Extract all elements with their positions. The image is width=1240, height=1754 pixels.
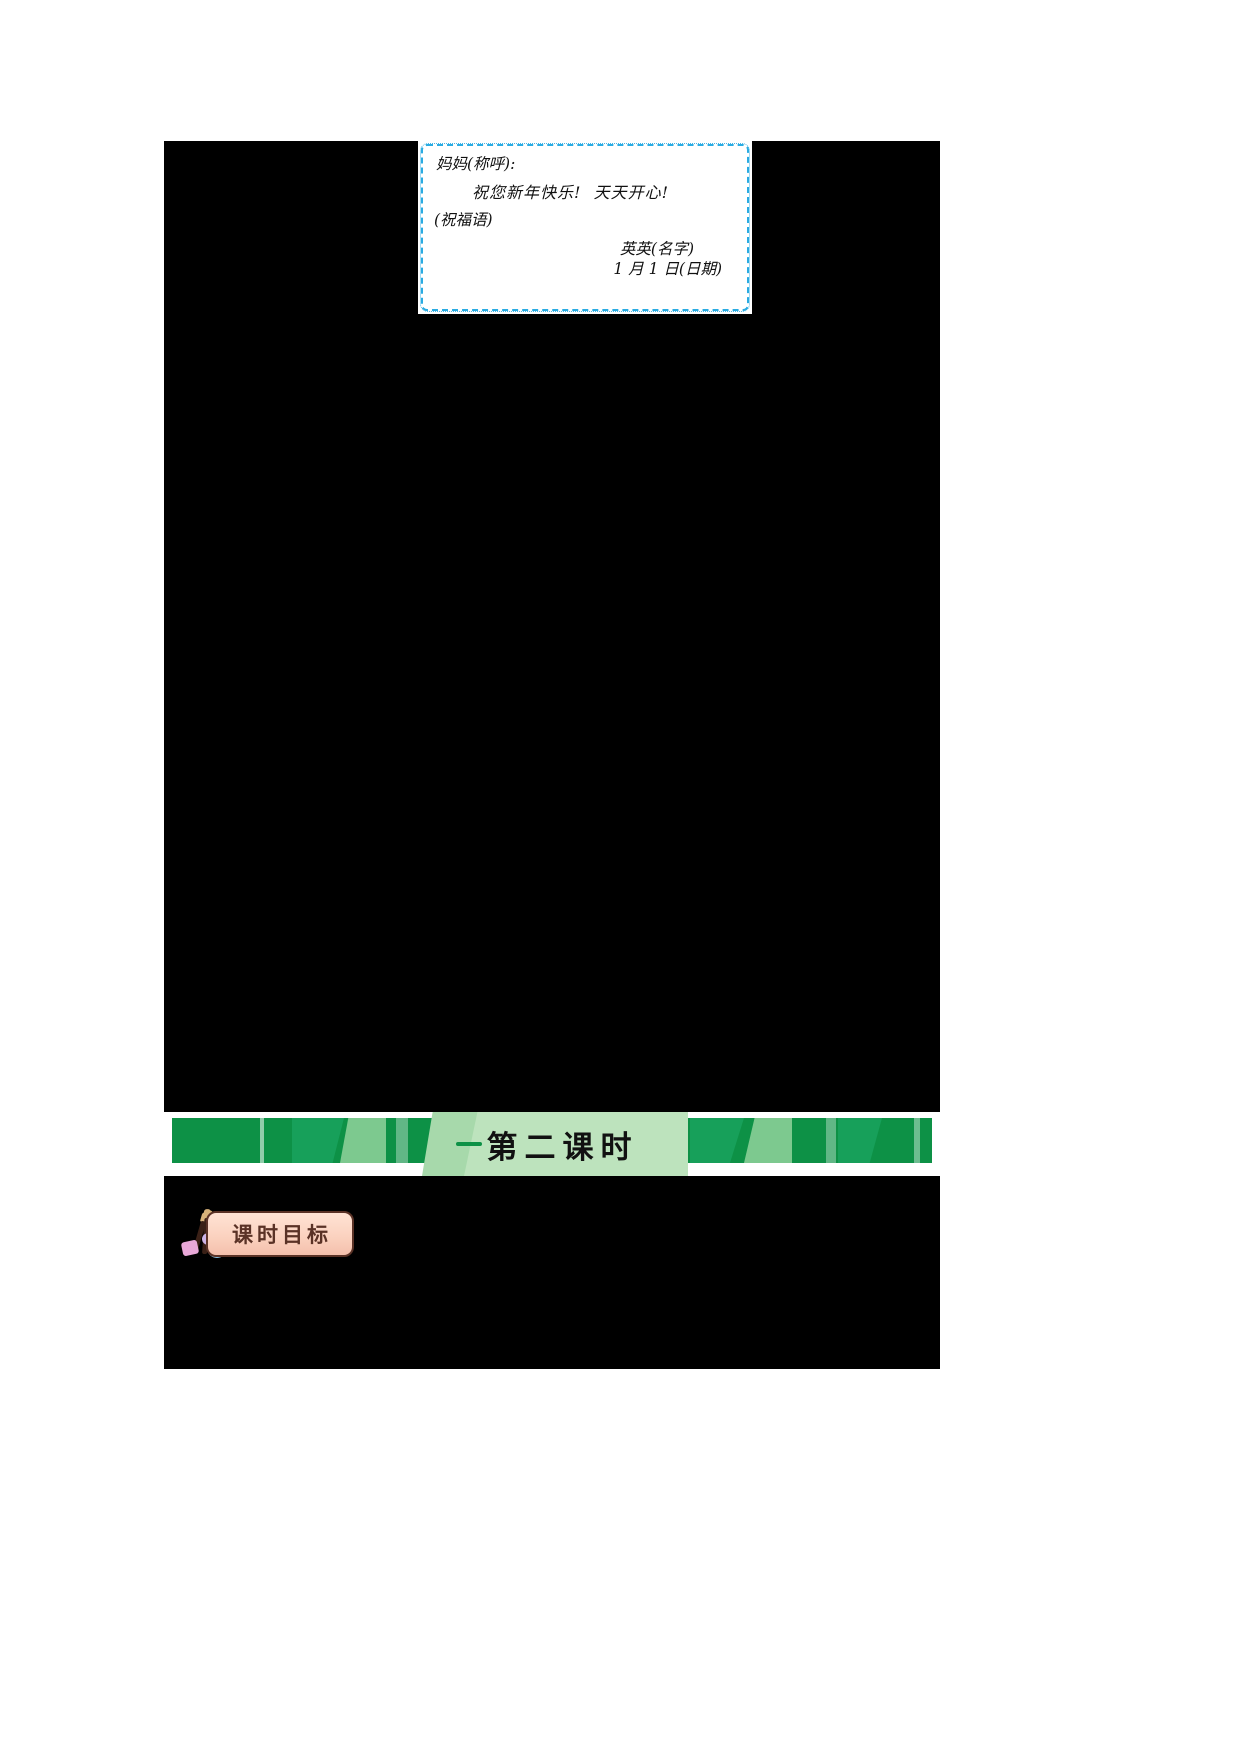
banner-panel-inner — [464, 1112, 688, 1176]
objective-label: 课时目标 — [232, 1222, 332, 1247]
banner-accent-4 — [396, 1118, 408, 1163]
card-wish-text: 祝您新年快乐! 天天开心! — [472, 182, 670, 202]
paint-blob-icon — [180, 1239, 200, 1257]
card-wish-label: (祝福语) — [434, 210, 493, 229]
banner-accent-7 — [826, 1118, 836, 1163]
lesson-objective-badge: 课时目标 — [170, 1203, 356, 1267]
objective-banner-shape: 课时目标 — [206, 1211, 354, 1257]
content-block-bottom — [164, 1269, 940, 1369]
card-salutation: 妈妈(称呼): — [436, 155, 516, 173]
banner-accent-3 — [340, 1118, 386, 1163]
card-signature: 英英(名字) — [619, 240, 694, 258]
banner-accent-9 — [914, 1118, 920, 1163]
lesson-period-title: 第二课时 — [486, 1129, 639, 1166]
new-year-greeting-card: 妈妈(称呼): 祝您新年快乐! 天天开心! (祝福语) 英英(名字) 1 月 1… — [418, 141, 752, 314]
lesson-period-banner: 第二课时 — [164, 1112, 940, 1176]
banner-dash-mark — [456, 1142, 482, 1146]
banner-accent-1 — [260, 1118, 264, 1163]
card-date: 1 月 1 日(日期) — [613, 259, 722, 278]
